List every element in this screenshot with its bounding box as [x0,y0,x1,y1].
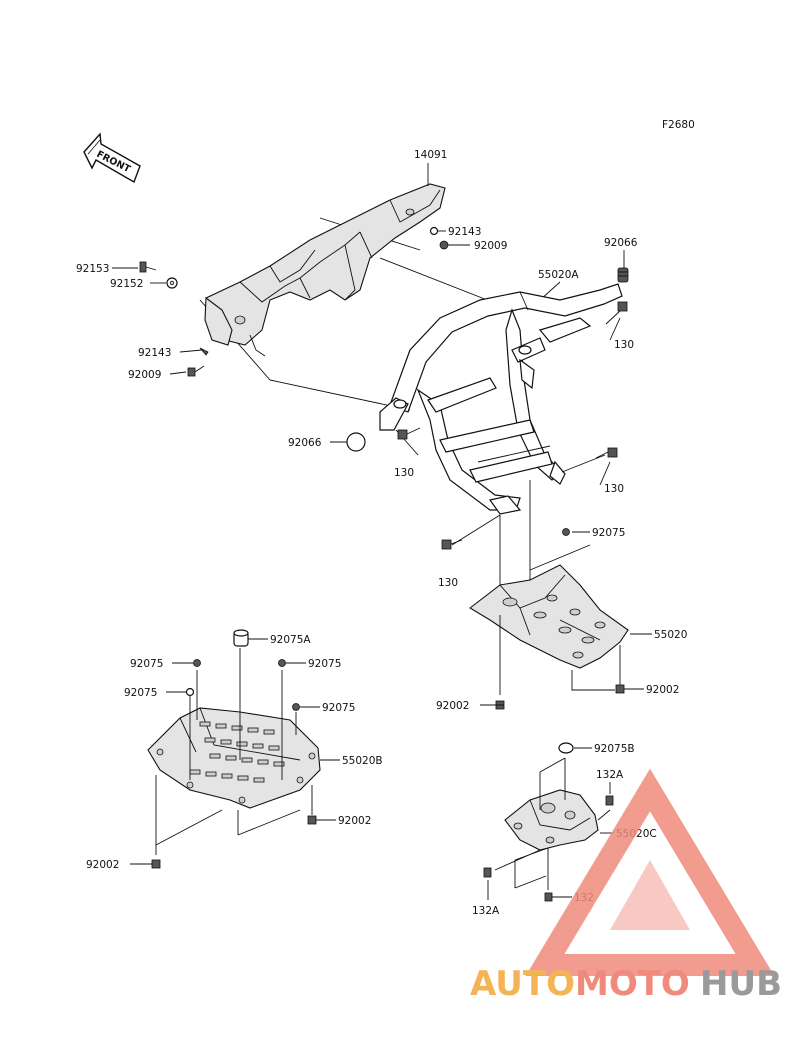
label-92075d: 92075 [124,687,157,699]
label-92152: 92152 [110,278,143,290]
watermark-part2: MOTO [575,964,690,1004]
bolt-132A-icons [483,795,614,878]
label-92143a: 92143 [448,226,481,238]
nut-92002b-icon [615,684,625,694]
label-92066a: 92066 [604,237,638,249]
washer-92152-icon [166,277,178,289]
label-92002b: 92002 [646,684,679,696]
label-55020A: 55020A [538,269,579,281]
skid-plate-55020 [469,544,629,695]
guard-55020C [494,757,611,890]
label-130c: 130 [604,483,624,495]
label-14091: 14091 [414,149,447,161]
label-130b: 130 [394,467,414,479]
label-92075B: 92075B [594,743,635,755]
spacer-92075B-icon [558,742,574,754]
label-92143b: 92143 [138,347,171,359]
label-92075A: 92075A [270,634,311,646]
bolt-132-icon [544,892,553,902]
bolt-130a-icon [605,301,628,325]
label-92075a: 92075 [592,527,625,539]
bolt-92153-icon [139,261,157,273]
clip-92143-icon [199,347,209,356]
watermark-logo [525,768,775,976]
skid-plate-55020B [147,648,321,855]
label-92009b: 92009 [128,369,161,381]
cap-92066-icon [346,432,366,452]
label-92075e: 92075 [322,702,355,714]
nut-92002-lower-icons [151,815,317,869]
nut-92075-upper-icon [562,528,570,536]
label-55020B: 55020B [342,755,383,767]
label-92066b: 92066 [288,437,322,449]
grommet-92143-icon [429,226,439,236]
bolt-130c-icon [595,447,618,459]
screw-92009-icon [187,365,205,377]
label-92002d: 92002 [86,859,119,871]
label-130a: 130 [614,339,634,351]
figure-code: F2680 [662,119,695,131]
bolt-130d-icon [441,539,463,550]
front-arrow-icon: FRONT [83,132,141,184]
cap-92066b-icon [617,267,629,283]
frame-55020A [379,283,623,600]
label-92075c: 92075 [308,658,341,670]
label-92009a: 92009 [474,240,507,252]
label-132Aa: 132A [596,769,624,781]
label-92153: 92153 [76,263,109,275]
label-92002a: 92002 [436,700,469,712]
label-92075b: 92075 [130,658,163,670]
bolt-130b-icon [397,427,421,440]
label-55020: 55020 [654,629,687,641]
label-130d: 130 [438,577,458,589]
watermark-part3: HUB [700,964,782,1004]
cover-14091 [199,183,501,411]
spacer-92075A-icon [233,629,249,647]
watermark-part1: AUTO [470,964,575,1004]
nut-92075-lower-icons [185,659,300,711]
grommet-92009-icon [439,240,449,250]
label-132Ab: 132A [472,905,500,917]
plate-slots [189,721,285,783]
label-92002c: 92002 [338,815,371,827]
watermark-text: AUTO MOTO HUB [470,964,782,1004]
